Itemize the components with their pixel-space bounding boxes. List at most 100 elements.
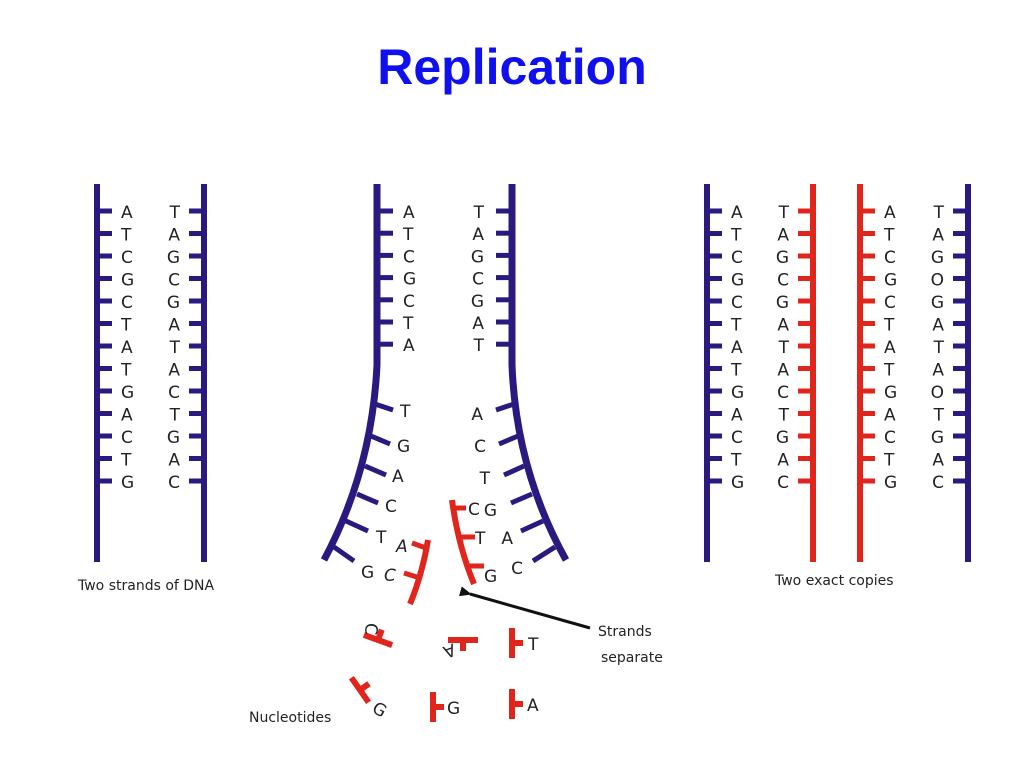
right-strand-backbone [508,184,570,562]
copy1-parent-strand-base: G [731,473,744,493]
copy1-new-strand-base: A [777,361,789,381]
right-strand-base: A [168,226,180,246]
left-strand-base: T [399,402,411,422]
right-strand-base: T [473,203,485,223]
right-strand-base: C [168,271,180,291]
right-strand-base: A [168,316,180,336]
right-strand-base: A [501,529,513,549]
copy1-new-strand-base: T [778,406,790,426]
left-strand-base: G [121,271,134,291]
right-strand-base: C [168,473,180,493]
left-strand-base: A [403,336,415,356]
left-strand-base: A [121,406,133,426]
copy1-new-strand-base: C [777,271,789,291]
left-strand-base: G [361,563,374,583]
copy2-parent-strand-base: C [932,473,944,493]
base-rung [370,433,391,447]
copy1-parent-strand-base: T [730,361,742,381]
new-right-base: G [484,567,497,587]
left-strand-base: A [121,338,133,358]
right-strand-base: T [169,406,181,426]
copy1-new-strand-base: T [778,338,790,358]
base-rung [332,544,356,564]
nucleotide-base [358,681,371,693]
copy2-parent-strand-base: A [932,226,944,246]
left-strand-base: T [120,451,132,471]
copy2-new-strand-base: A [884,203,896,223]
copy1-parent-strand-base: A [731,338,743,358]
left-strand-base: G [121,383,134,403]
copy1-parent-strand-base: T [730,226,742,246]
copy1-parent-strand-base: T [730,316,742,336]
left-strand-base: T [120,361,132,381]
copy2-parent-strand-base: T [933,406,945,426]
copy2-parent-strand-base: G [931,248,944,268]
right-strand-base: A [472,314,484,334]
base-rung [411,540,427,551]
free-nucleotide-letter: G [369,698,390,722]
free-nucleotide [348,675,372,705]
arrow-strands-separate [459,586,591,630]
copy2-new-strand-base: T [883,226,895,246]
left-strand-base: C [121,248,133,268]
new-right-base: T [474,529,486,549]
copy1-new-strand-base: A [777,316,789,336]
left-strand-base: G [403,270,416,290]
copy2-new-strand-base: A [884,406,896,426]
copy2-parent-strand-base: A [932,451,944,471]
copy2-new-strand-base: A [884,338,896,358]
left-strand-base: T [402,314,414,334]
right-strand-base: A [168,361,180,381]
copy2-parent-strand-base: A [932,361,944,381]
new-left-base: A [395,537,408,557]
copy1-parent-strand-base: A [731,203,743,223]
copy2-parent-strand-base: O [931,271,944,291]
free-nucleotide-letter: A [527,696,539,716]
copy2-new-strand-base: C [884,293,896,313]
copy2-parent-strand-base: O [931,383,944,403]
page-title: Replication [377,39,647,95]
new-left-base: C [384,566,396,586]
base-rung [356,491,379,506]
copy1-parent-strand-base: C [731,293,743,313]
copy1-new-strand-base: A [777,226,789,246]
left-strand-base: C [403,247,415,267]
free-nucleotide-letter: G [447,699,460,719]
base-rung [531,544,557,564]
base-rung [510,491,533,506]
right-strand-base: T [473,336,485,356]
copy2-new-strand-base: C [884,428,896,448]
left-strand-base: T [375,528,387,548]
copy2-new-strand-base: G [884,473,897,493]
copy1-parent-strand-base: C [731,428,743,448]
copy1-new-strand-base: C [777,383,789,403]
free-nucleotide [509,628,523,658]
copy1-new-strand-base: T [778,203,790,223]
base-rung [403,570,421,581]
left-strand-base: A [392,467,404,487]
right-strand-base: G [167,248,180,268]
base-rung [364,463,387,478]
left-strand-base: C [121,293,133,313]
free-nucleotide [448,637,478,651]
copy1-new-strand-base: G [776,428,789,448]
copy2-parent-strand-base: A [932,316,944,336]
right-strand-base: A [471,405,483,425]
right-strand-base: T [169,203,181,223]
copy2-parent-strand-base: T [933,338,945,358]
free-nucleotide [509,689,523,719]
base-rung [498,433,519,447]
new-right-base: C [468,500,480,520]
right-strand-base: T [479,469,491,489]
copy2-new-strand-base: G [884,271,897,291]
copy2-new-strand-base: G [884,383,897,403]
copy1-new-strand-base: G [776,248,789,268]
copy2-parent-strand-base: G [931,293,944,313]
copy1-parent-strand-base: G [731,271,744,291]
new-left-backbone [407,539,431,606]
free-nucleotide [430,692,444,722]
copy2-new-strand-base: T [883,451,895,471]
new-right-backbone [449,499,477,586]
copy2-parent-strand-base: T [933,203,945,223]
